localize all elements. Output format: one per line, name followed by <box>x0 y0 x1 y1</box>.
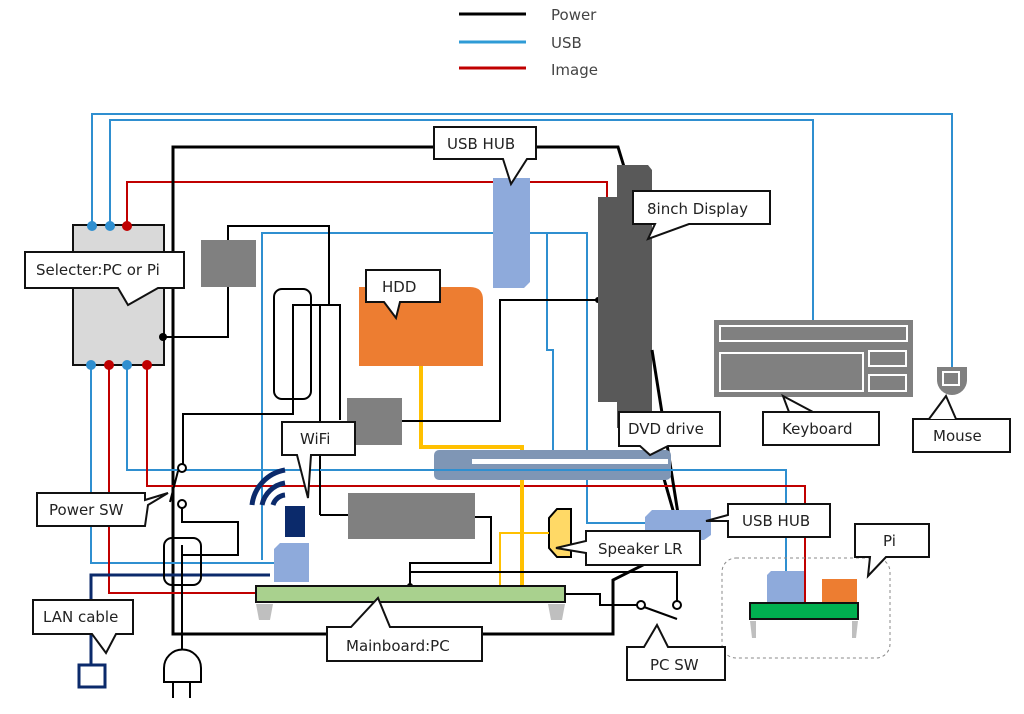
selector-port-image-pi <box>142 360 152 370</box>
usb-hub-bottom-label: USB HUB <box>742 512 810 530</box>
selector-port-usb-1 <box>87 221 97 231</box>
legend: Power USB Image <box>459 6 598 79</box>
dvd-slot <box>472 459 668 464</box>
usb-cable-keyboard <box>109 119 814 320</box>
legend-usb-label: USB <box>551 34 582 52</box>
lan-cable <box>89 573 270 668</box>
image-cables-inner <box>108 365 806 605</box>
mainboard-foot-right <box>548 604 565 620</box>
power-strip-loop <box>182 288 348 516</box>
display-panel <box>598 197 628 402</box>
image-cable-display <box>126 181 608 225</box>
usb-cable-hub-dvd <box>530 232 554 460</box>
power-wire-adapter <box>227 225 330 305</box>
callout-usb-hub-bottom: USB HUB <box>705 503 831 538</box>
pc-sw-wire-board <box>565 593 640 606</box>
sata-cable-hdd <box>419 366 524 585</box>
wifi-adapter <box>285 506 305 537</box>
callout-lan: LAN cable <box>32 599 134 655</box>
callout-pc-sw: PC SW <box>626 622 726 681</box>
selector-box <box>72 224 165 366</box>
speaker-label: Speaker LR <box>598 540 683 558</box>
callout-keyboard: Keyboard <box>762 393 880 446</box>
pi-foot-right <box>852 621 858 638</box>
usb-cable-mouse <box>91 113 953 368</box>
selector-port-image-pc <box>104 360 114 370</box>
mainboard-label: Mainboard:PC <box>346 637 450 655</box>
pi-enclosure <box>721 557 891 659</box>
hdd-label: HDD <box>382 278 416 296</box>
usb-cables-top <box>91 113 953 368</box>
pi-foot-left <box>750 621 756 638</box>
pi-label: Pi <box>883 532 896 550</box>
usb-hub-top-label: USB HUB <box>447 135 515 153</box>
selector-port-usb-2 <box>105 221 115 231</box>
pi-usb-port <box>767 571 804 603</box>
audio-cable <box>499 532 549 585</box>
wifi-icon <box>249 467 286 506</box>
callout-mainboard: Mainboard:PC <box>326 596 483 662</box>
pc-switch-icon <box>636 600 682 620</box>
image-cable-selector-pc <box>108 365 256 594</box>
mainboard-foot-left <box>256 604 273 620</box>
callout-wifi: WiFi <box>281 421 356 499</box>
usb-cable-selector-pc <box>90 365 280 564</box>
callout-dvd: DVD drive <box>618 411 721 457</box>
pi-board <box>749 602 859 620</box>
usb-cable-hub-bottom <box>530 232 650 524</box>
hdd-power-block <box>347 398 402 445</box>
selector-label: Selecter:PC or Pi <box>36 261 160 279</box>
selector-ports <box>86 221 152 370</box>
power-sw-label: Power SW <box>49 501 124 519</box>
pc-sw-label: PC SW <box>650 656 699 674</box>
usb-hub-wifi <box>274 543 309 582</box>
pi-component <box>822 579 857 602</box>
power-switch-icon <box>169 463 239 556</box>
audio-amp-block <box>348 493 475 539</box>
legend-image-label: Image <box>551 61 598 79</box>
selector-port-usb-pc <box>86 360 96 370</box>
callout-usb-hub-top: USB HUB <box>433 126 537 187</box>
dvd-label: DVD drive <box>628 420 704 438</box>
selector-port-usb-pi <box>122 360 132 370</box>
callout-mouse: Mouse <box>912 394 1011 453</box>
callout-selector: Selecter:PC or Pi <box>24 251 185 307</box>
callout-power-sw: Power SW <box>36 492 169 527</box>
wifi-label: WiFi <box>300 430 330 448</box>
power-wire-display <box>402 299 600 422</box>
mainboard <box>255 585 566 603</box>
power-wire-selector <box>163 287 229 338</box>
usb-hub-top <box>493 178 530 288</box>
keyboard-label: Keyboard <box>782 420 853 438</box>
usb-cable-hub-left <box>261 232 493 560</box>
callout-pi: Pi <box>854 523 930 579</box>
callout-hdd: HDD <box>365 269 441 321</box>
lan-connector-icon <box>77 663 107 689</box>
pc-sw-wire-top <box>410 571 678 601</box>
lan-label: LAN cable <box>43 608 118 626</box>
power-adapter-block <box>201 240 256 287</box>
selector-port-image <box>122 221 132 231</box>
display-label: 8inch Display <box>647 200 748 218</box>
dvd-drive <box>434 450 671 480</box>
legend-power-label: Power <box>551 6 597 24</box>
callout-speaker: Speaker LR <box>555 530 701 566</box>
mouse-icon <box>937 367 967 395</box>
mouse-label: Mouse <box>933 427 982 445</box>
callout-display: 8inch Display <box>632 190 771 241</box>
power-plug-icon <box>163 648 202 698</box>
keyboard-icon <box>714 320 913 397</box>
image-cable-selector-pi <box>146 365 806 605</box>
